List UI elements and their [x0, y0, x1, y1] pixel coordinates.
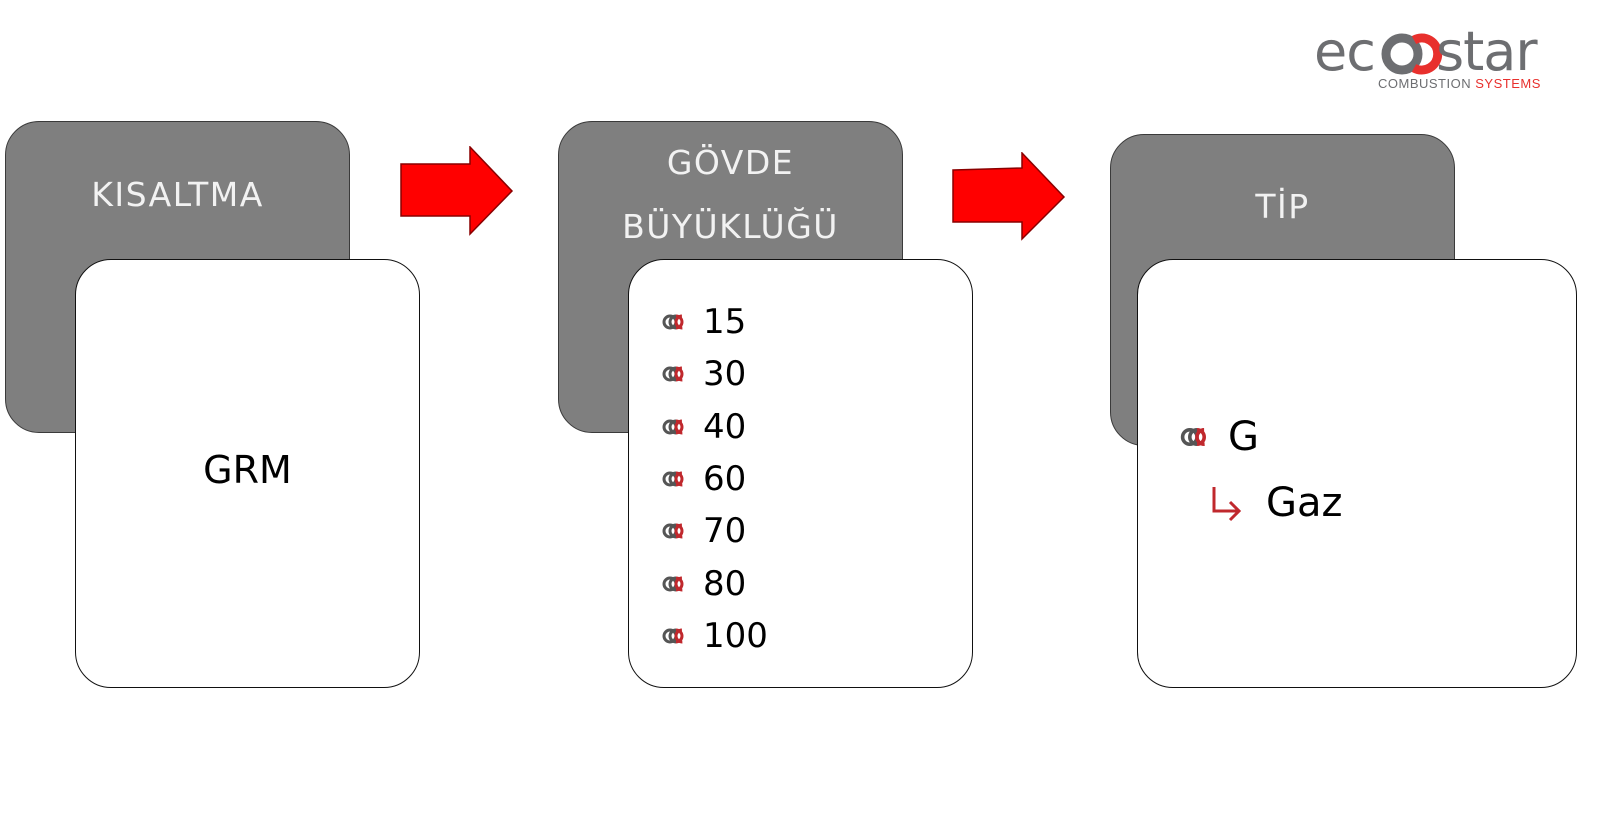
type-code: G: [1228, 414, 1259, 460]
tagline-systems: SYSTEMS: [1475, 76, 1541, 91]
tagline-combustion: COMBUSTION: [1378, 76, 1476, 91]
arrow-right-1: [400, 146, 514, 236]
step1-content-card: GRM: [75, 259, 420, 688]
list-item-label: 80: [703, 563, 747, 604]
infinity-icon: [662, 419, 690, 435]
list-item-label: 70: [703, 511, 747, 552]
step1-title: KISALTMA: [91, 175, 264, 214]
size-list: 15 30 40 60 70 80 100: [661, 296, 768, 662]
list-item-label: 100: [703, 615, 768, 656]
list-item: 15: [661, 296, 768, 348]
type-meaning-row: Gaz: [1210, 480, 1343, 526]
infinity-icon: [662, 366, 690, 382]
svg-text:star: star: [1436, 20, 1538, 83]
ecostar-logo-mark: ec star: [1314, 20, 1539, 83]
list-item: 40: [661, 401, 768, 453]
step1-content: GRM: [203, 448, 292, 492]
list-item-label: 60: [703, 459, 747, 500]
type-code-row: G: [1178, 414, 1259, 460]
infinity-icon: [1180, 428, 1214, 446]
arrow-right-2: [952, 152, 1066, 241]
step2-content-card: 15 30 40 60 70 80 100: [628, 259, 973, 688]
infinity-icon: [662, 523, 690, 539]
list-item: 70: [661, 505, 768, 557]
infinity-icon: [662, 314, 690, 330]
step2-title-line2: BÜYÜKLÜĞÜ: [622, 207, 839, 246]
list-item-label: 30: [703, 354, 747, 395]
step3-content-card: G Gaz: [1137, 259, 1577, 688]
ecostar-logo: ec star COMBUSTION SYSTEMS: [1312, 18, 1562, 98]
list-item: 60: [661, 453, 768, 505]
return-arrow-icon: [1212, 487, 1242, 522]
list-item: 80: [661, 557, 768, 609]
infinity-icon: [662, 576, 690, 592]
list-item: 30: [661, 348, 768, 400]
list-item-label: 15: [703, 302, 747, 343]
list-item-label: 40: [703, 406, 747, 447]
step2-title-line1: GÖVDE: [666, 143, 795, 182]
infinity-icon: [662, 471, 690, 487]
infinity-icon: [662, 628, 690, 644]
logo-tagline: COMBUSTION SYSTEMS: [1378, 76, 1541, 91]
type-meaning: Gaz: [1266, 480, 1343, 526]
step3-title: TİP: [1255, 187, 1310, 226]
svg-text:ec: ec: [1314, 20, 1375, 83]
logo-infinity-mark: [1381, 33, 1443, 75]
list-item: 100: [661, 610, 768, 662]
